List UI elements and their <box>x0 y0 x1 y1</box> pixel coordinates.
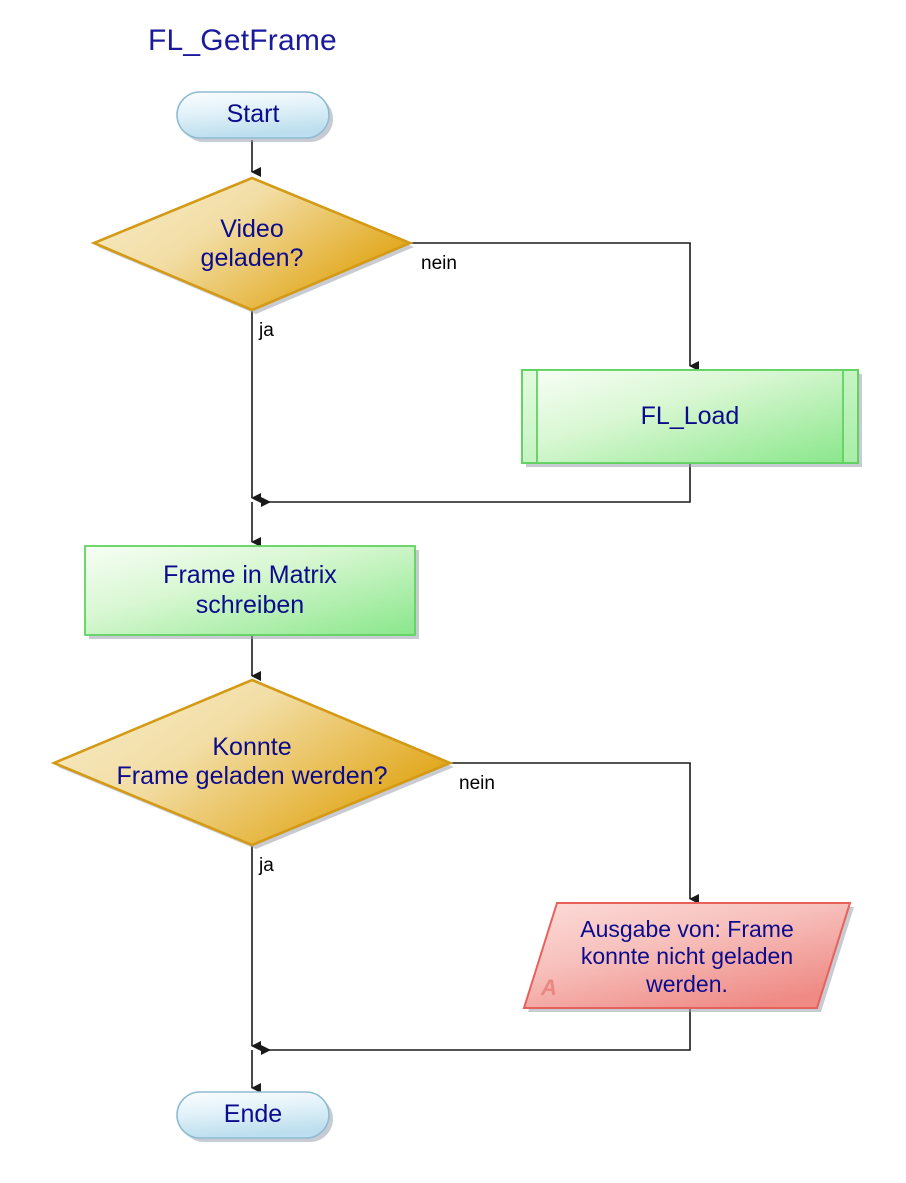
diagram-title: FL_GetFrame <box>148 24 337 57</box>
edge-output-to-merge2 <box>261 1008 691 1055</box>
node-start[interactable] <box>176 91 333 142</box>
connectors <box>251 140 699 1093</box>
node-output-error-marker: A <box>541 975 557 1000</box>
node-end[interactable] <box>176 1091 333 1142</box>
edge-flload-to-merge1 <box>261 463 691 507</box>
edge-label-decision2-no: nein <box>459 773 495 794</box>
node-decision1[interactable] <box>90 176 414 314</box>
edge-decision2-no-to-output <box>450 762 699 904</box>
node-fl-load[interactable] <box>521 369 862 467</box>
edge-label-decision1-no: nein <box>421 253 457 274</box>
node-decision2[interactable] <box>50 678 454 849</box>
node-write-frame[interactable] <box>84 545 419 639</box>
edge-label-decision1-yes: ja <box>259 320 274 341</box>
node-output-error[interactable] <box>522 902 854 1012</box>
edge-label-decision2-yes: ja <box>259 855 274 876</box>
edge-decision1-no-to-flload <box>410 242 699 371</box>
